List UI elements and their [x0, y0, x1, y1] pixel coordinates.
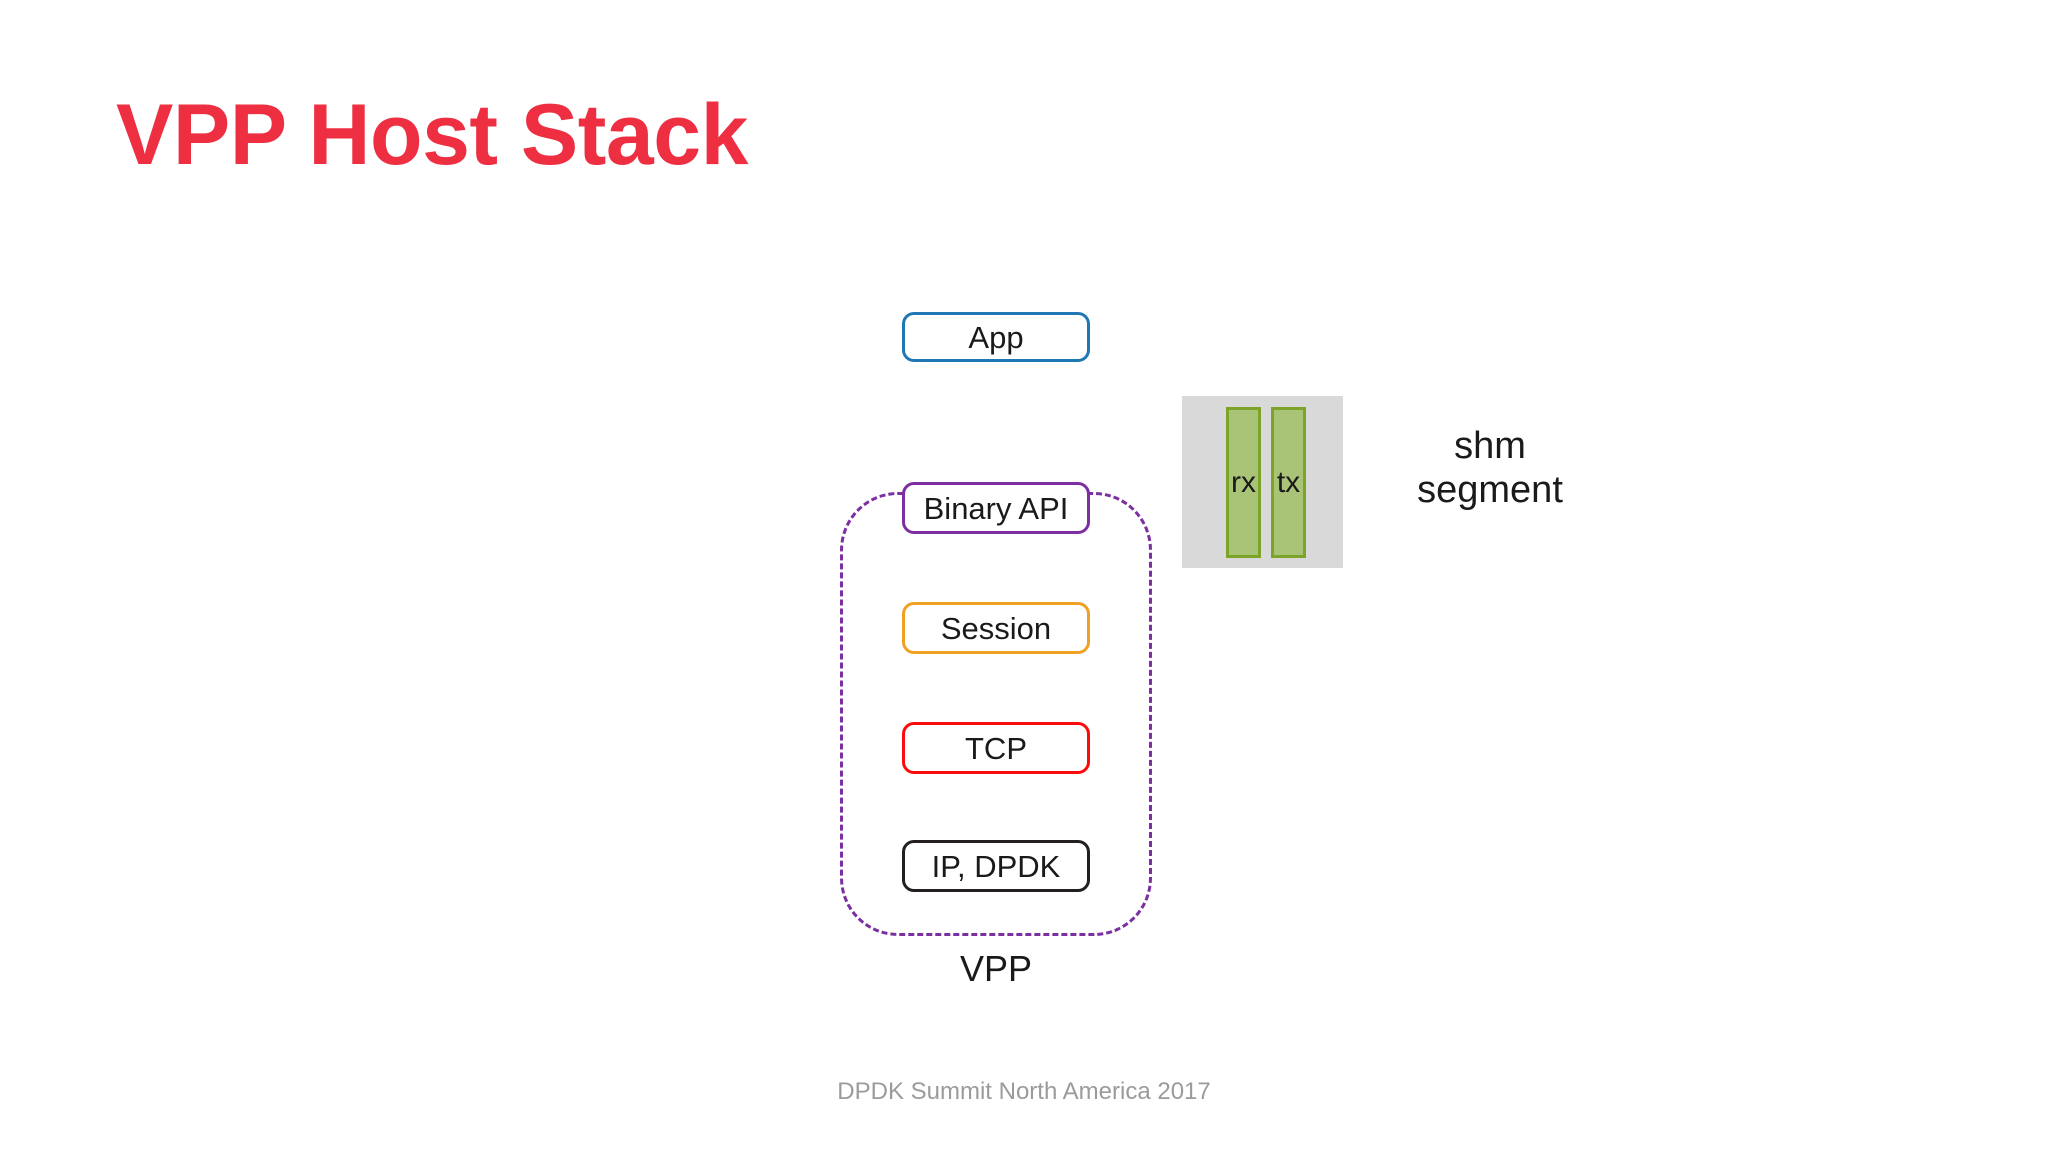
shm-segment-caption: shm segment — [1370, 425, 1610, 512]
shm-segment-caption-line1: shm — [1454, 425, 1526, 467]
shm-segment-box[interactable] — [1182, 396, 1343, 568]
diagram-box-binary-api[interactable]: Binary API — [902, 482, 1090, 534]
diagram-box-session-label: Session — [940, 610, 1052, 646]
slide-footer: DPDK Summit North America 2017 — [837, 1078, 1211, 1105]
shm-segment-caption-line2: segment — [1417, 468, 1563, 511]
diagram-box-ip-dpdk-label: IP, DPDK — [931, 848, 1061, 884]
diagram-box-tcp-label: TCP — [965, 730, 1027, 766]
diagram-box-binary-api-label: Binary API — [923, 490, 1069, 526]
diagram-box-ip-dpdk[interactable]: IP, DPDK — [902, 840, 1090, 892]
shm-ring-tx[interactable]: tx — [1271, 407, 1306, 558]
shm-ring-tx-label: tx — [1276, 465, 1301, 499]
shm-ring-rx[interactable]: rx — [1226, 407, 1261, 558]
diagram-box-app-label: App — [968, 319, 1024, 355]
diagram-box-session[interactable]: Session — [902, 602, 1090, 654]
diagram-box-app[interactable]: App — [902, 312, 1090, 362]
page-title: VPP Host Stack — [116, 87, 748, 183]
vpp-boundary-label: VPP — [959, 948, 1033, 989]
shm-ring-rx-label: rx — [1231, 465, 1256, 499]
diagram-box-tcp[interactable]: TCP — [902, 722, 1090, 774]
